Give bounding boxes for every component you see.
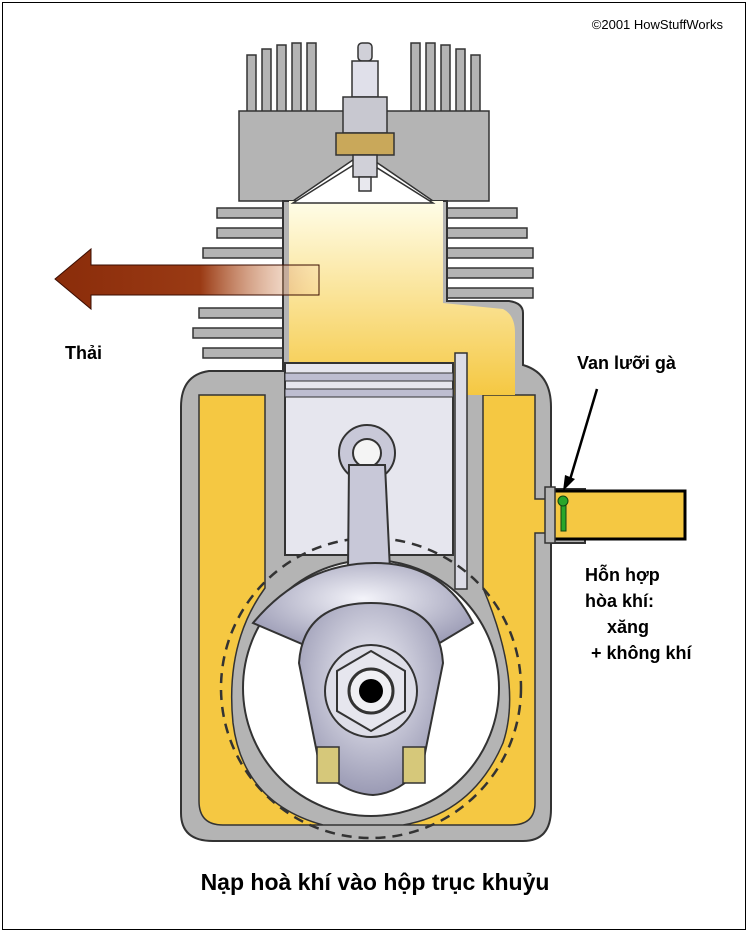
engine-illustration: [54, 42, 687, 842]
exhaust-arrow: [54, 247, 320, 311]
cylinder-head: [238, 42, 490, 202]
crank-nut: [324, 644, 418, 738]
crankcase-mixture: [198, 394, 552, 826]
cylinder-mixture: [289, 201, 515, 395]
diagram-caption: Nạp hoà khí vào hộp trục khuỷu: [200, 869, 550, 895]
mixture-label-line-4: + không khí: [591, 643, 692, 663]
exhaust-label: Thải: [65, 343, 103, 363]
spark-plug: [335, 42, 395, 192]
cylinder-wall: [454, 352, 468, 590]
mixture-label-line-2: hòa khí:: [585, 591, 655, 611]
intake-pipe: [544, 486, 687, 544]
copyright-text: ©2001 HowStuffWorks: [591, 17, 723, 32]
mixture-label-line-3: xăng: [607, 617, 650, 637]
reed-valve-pointer: [567, 388, 599, 484]
mixture-label-line-1: Hỗn hợp: [585, 565, 660, 585]
cylinder-fins: [192, 207, 534, 359]
crank-bolts: [316, 746, 426, 784]
reed-valve-label: Van lưỡi gà: [577, 353, 676, 373]
reed-valve: [557, 495, 569, 532]
